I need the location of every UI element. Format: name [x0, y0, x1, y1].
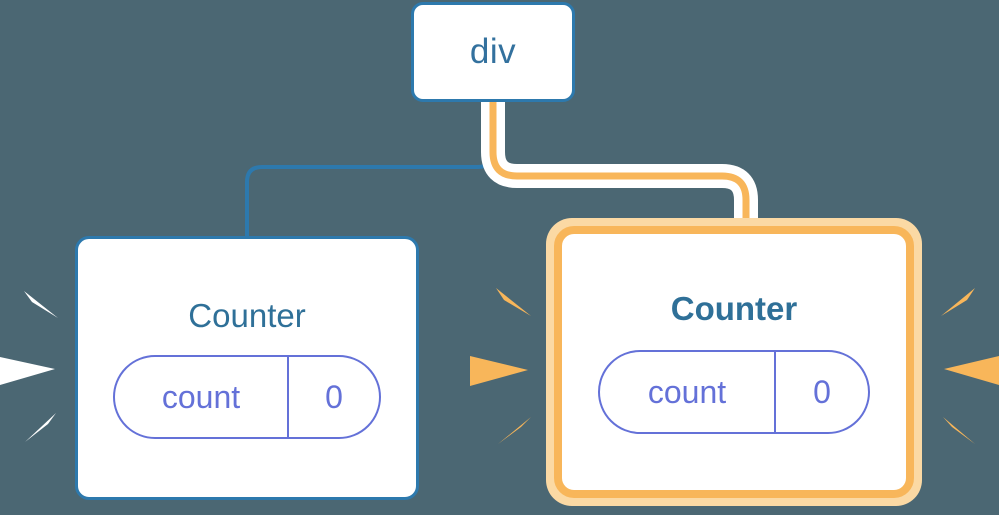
spark-left-icon — [0, 291, 58, 442]
state-pill-right[interactable]: count 0 — [598, 350, 870, 434]
state-key-left: count — [161, 378, 241, 415]
spark-right-icon — [941, 288, 999, 444]
node-counter-right-label: Counter — [670, 290, 798, 327]
edge-div-to-counter-right — [489, 98, 750, 236]
state-value-left: 0 — [287, 357, 379, 437]
node-counter-left[interactable]: Counter count 0 — [75, 236, 419, 500]
node-counter-right-glow: Counter count 0 — [546, 218, 922, 506]
state-key-right: count — [647, 373, 727, 410]
node-div[interactable]: div — [411, 2, 575, 102]
state-value-right: 0 — [774, 352, 868, 432]
spark-middle-icon — [470, 288, 531, 444]
state-pill-left[interactable]: count 0 — [113, 355, 381, 439]
node-div-label: div — [469, 32, 517, 71]
node-counter-right[interactable]: Counter count 0 — [554, 226, 914, 498]
node-counter-left-label: Counter — [188, 297, 306, 334]
